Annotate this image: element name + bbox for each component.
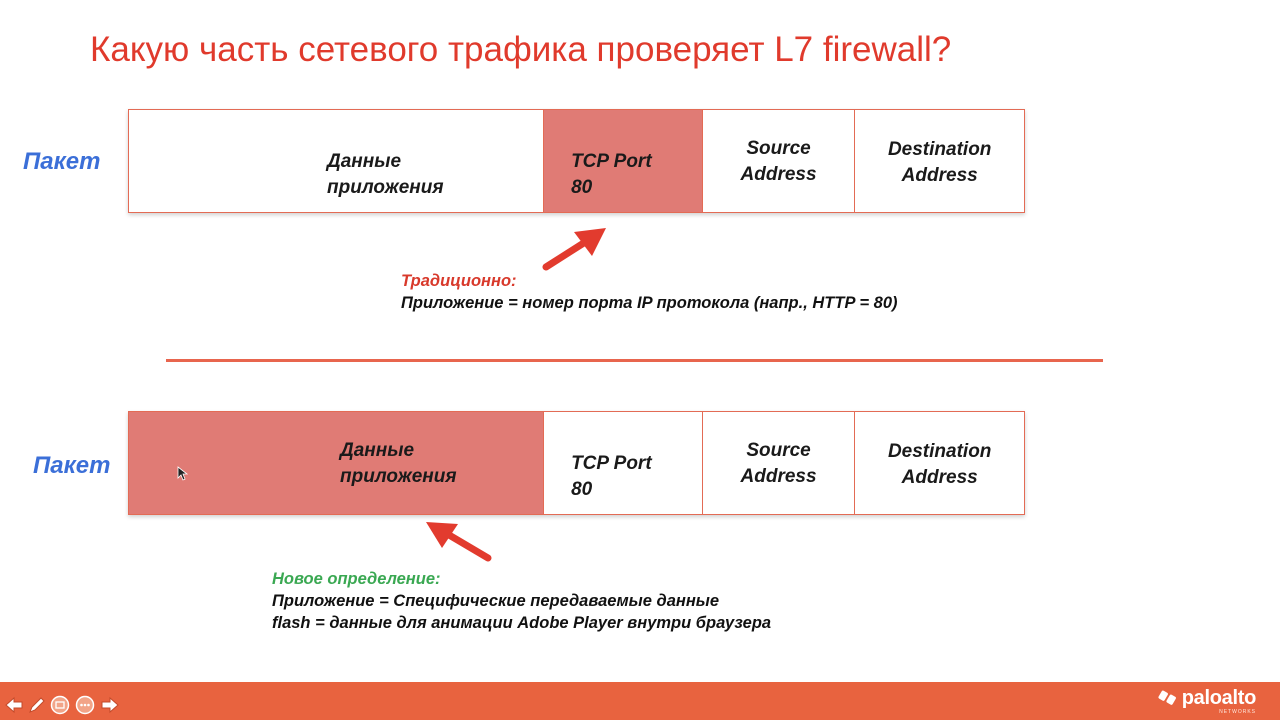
packet-label-top: Пакет (23, 148, 101, 175)
packet-top-src-line1: Source (746, 138, 811, 159)
packet-bottom-src-line2: Address (740, 466, 817, 487)
packet-top-tcp-line2: 80 (571, 177, 593, 198)
brand-name: paloalto (1181, 687, 1257, 709)
section-divider (166, 359, 1103, 362)
packet-top-source-field: Source Address (703, 110, 856, 212)
packet-bottom-dst-line1: Destination (887, 441, 992, 462)
packet-bottom-data-line2: приложения (340, 466, 457, 487)
paloalto-logo-icon (1158, 690, 1176, 705)
packet-bottom: Данные приложения TCP Port 80 Source Add… (128, 411, 1025, 515)
packet-top-data-line1: Данные (327, 151, 402, 172)
packet-top-destination-field: Destination Address (855, 110, 1024, 212)
packet-bottom-dst-line2: Address (901, 467, 978, 488)
packet-top-dst-line2: Address (901, 165, 978, 186)
pen-icon[interactable] (27, 695, 47, 715)
packet-top-tcp-field: TCP Port 80 (544, 110, 703, 212)
note-new-definition: Новое определение: Приложение = Специфич… (272, 568, 771, 634)
note-new-line2: flash = данные для анимации Adobe Player… (272, 614, 772, 632)
arrow-up-right-icon (542, 228, 606, 271)
slide-title: Какую часть сетевого трафика проверяет L… (90, 30, 952, 69)
packet-top-src-line2: Address (740, 164, 817, 185)
slides-icon[interactable] (50, 695, 70, 715)
packet-bottom-src-line1: Source (746, 440, 811, 461)
packet-bottom-tcp-line1: TCP Port (571, 453, 652, 474)
brand-tagline: NETWORKS (1219, 709, 1256, 715)
packet-bottom-data-field: Данные приложения (129, 412, 545, 514)
packet-top-dst-line1: Destination (887, 139, 992, 160)
packet-bottom-tcp-field: TCP Port 80 (544, 412, 703, 514)
packet-bottom-destination-field: Destination Address (855, 412, 1024, 514)
packet-bottom-tcp-line2: 80 (571, 479, 593, 500)
packet-bottom-data-line1: Данные (340, 440, 415, 461)
packet-top-tcp-line1: TCP Port (571, 151, 652, 172)
note-traditional-heading: Традиционно: (401, 272, 517, 290)
arrow-right-icon[interactable] (100, 695, 120, 715)
note-traditional-line1: Приложение = номер порта IP протокола (н… (401, 294, 898, 312)
note-traditional: Традиционно: Приложение = номер порта IP… (401, 270, 898, 314)
bottom-bar (0, 682, 1280, 720)
packet-top: Данные приложения TCP Port 80 Source Add… (128, 109, 1025, 213)
packet-top-data-line2: приложения (327, 177, 444, 198)
more-icon[interactable] (75, 695, 95, 715)
note-new-heading: Новое определение: (272, 570, 441, 588)
note-new-line1: Приложение = Специфические передаваемые … (272, 592, 720, 610)
packet-top-data-field: Данные приложения (129, 110, 545, 212)
arrow-up-left-icon (426, 522, 492, 562)
packet-bottom-source-field: Source Address (703, 412, 856, 514)
packet-label-bottom: Пакет (33, 452, 111, 479)
arrow-left-icon[interactable] (4, 695, 24, 715)
brand-logo: paloalto NETWORKS (1158, 687, 1257, 715)
mouse-cursor-icon (177, 466, 189, 481)
